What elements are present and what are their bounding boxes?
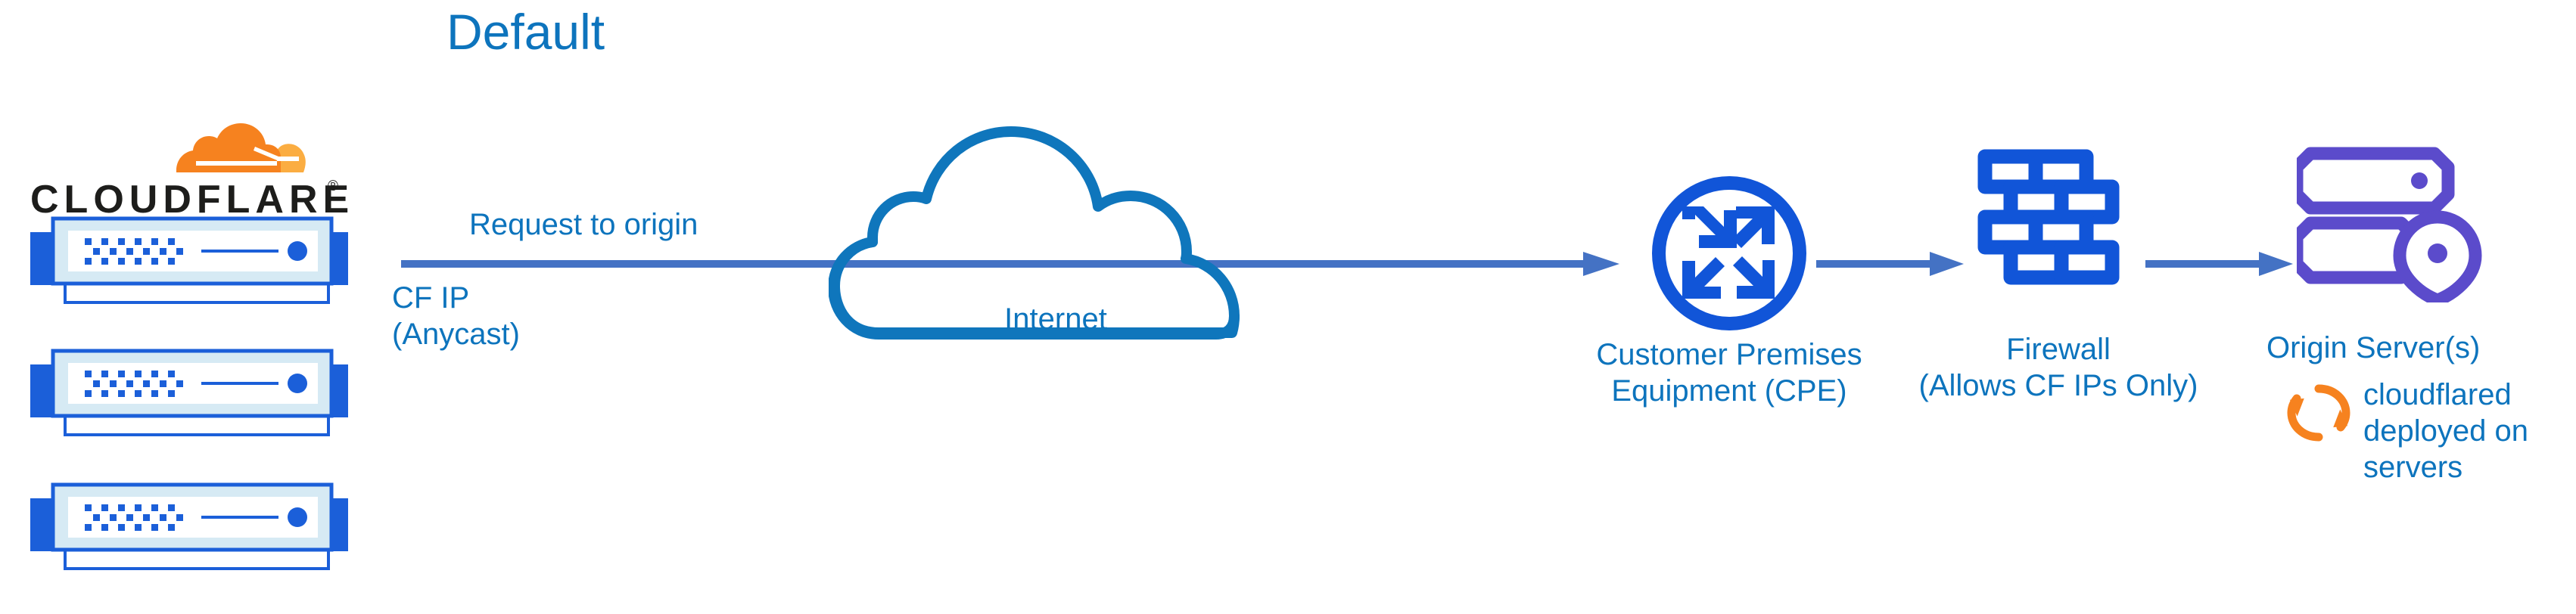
cloudflare-edge-device-2 [23,339,356,441]
firewall-label-line-2: (Allows CF IPs Only) [1918,369,2198,402]
brick-wall-icon [1975,147,2138,306]
page-title: Default [446,4,605,60]
flow-arrow-firewall-to-origin [2145,246,2293,282]
flow-label-request-to-origin: Request to origin [469,208,698,241]
cloudflare-edge-device-1 [23,206,356,309]
internet-label: Internet [1004,302,1107,336]
cloudflared-line-1: cloudflared [2363,378,2512,411]
flow-arrow-request-to-origin [401,246,1619,282]
server-location-icon [2297,140,2501,302]
registered-trademark-mark: ® [328,178,338,194]
firewall-label: Firewall (Allows CF IPs Only) [1896,331,2221,404]
cf-ip-line-1: CF IP [392,281,470,315]
origin-server-label: Origin Server(s) [2266,331,2481,364]
cloudflare-wordmark: CLOUDFLARE [30,178,355,222]
cloudflare-edge-device-3 [23,473,356,575]
cpe-label-line-1: Customer Premises [1596,338,1862,371]
cloudflared-note-text: cloudflared deployed on servers [2363,377,2560,485]
cloudflared-line-3: servers [2363,451,2463,484]
internet-cloud-icon [829,106,1283,340]
cloudflare-cloud-mark [170,113,306,175]
cpe-label-line-2: Equipment (CPE) [1611,374,1847,408]
cf-ip-anycast-label: CF IP (Anycast) [392,280,520,352]
router-icon [1646,170,1812,336]
flow-arrow-cpe-to-firewall [1816,246,1964,282]
cf-ip-line-2: (Anycast) [392,318,520,351]
cloudflare-logo: CLOUDFLARE ® [30,113,349,222]
cloudflared-line-2: deployed on [2363,414,2528,448]
firewall-label-line-1: Firewall [2006,333,2111,366]
sync-refresh-icon [2284,378,2354,448]
cpe-label: Customer Premises Equipment (CPE) [1555,336,1903,409]
